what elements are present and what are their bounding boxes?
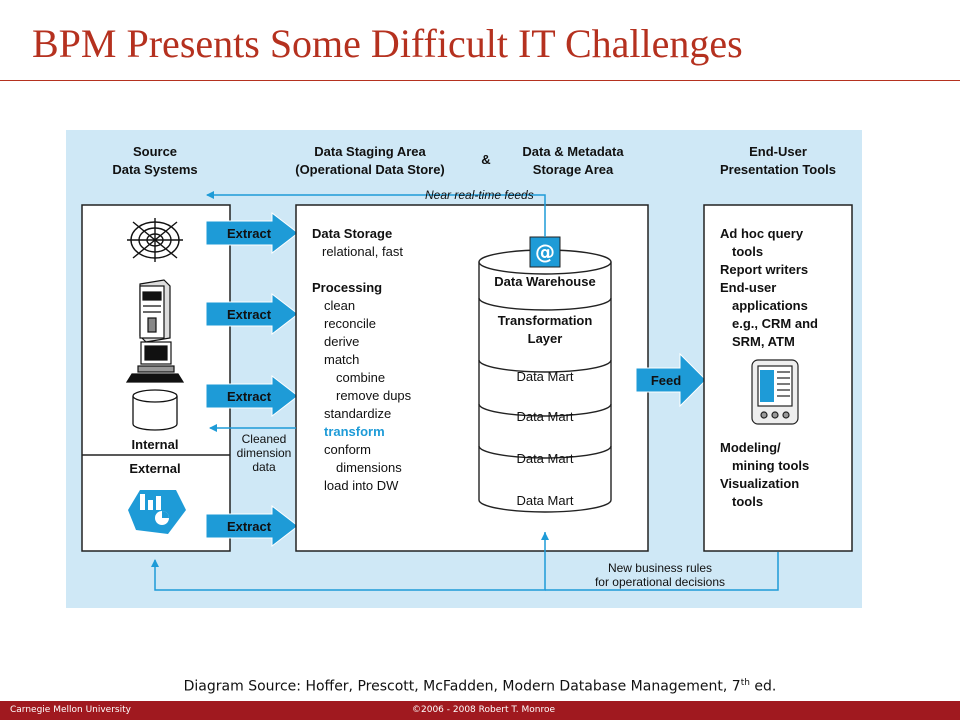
caption-superscript: th [740, 678, 750, 688]
near-realtime-feeds-line [208, 194, 546, 237]
computer-icon [125, 341, 185, 383]
cleaned-label-line: dimension [237, 446, 292, 460]
new-rules-line: for operational decisions [595, 575, 725, 589]
data-mart-label: Data Mart [516, 451, 573, 466]
analytics-icon [128, 490, 186, 534]
data-storage-subtitle: relational, fast [322, 244, 403, 259]
feed-arrow: Feed [635, 352, 707, 408]
processing-step: transform [324, 424, 385, 439]
footer-bar: Carnegie Mellon University ©2006 - 2008 … [0, 701, 960, 720]
internal-label: Internal [132, 437, 179, 452]
processing-step: derive [324, 334, 359, 349]
data-storage-title: Data Storage [312, 226, 392, 241]
enduser-tool-item: Visualization [720, 476, 799, 491]
enduser-rules-line [545, 552, 779, 591]
header-ampersand: & [481, 152, 490, 167]
processing-step: reconcile [324, 316, 376, 331]
enduser-tool-item: e.g., CRM and [732, 316, 818, 331]
processing-step: combine [336, 370, 385, 385]
enduser-tool-item: SRM, ATM [732, 334, 795, 349]
at-symbol: @ [535, 240, 555, 264]
transformation-layer-line1: Transformation [498, 313, 593, 328]
processing-steps: clean reconcile derive match combine remove d… [324, 298, 412, 493]
data-mart-label: Data Mart [516, 409, 573, 424]
enduser-tool-item: End-user [720, 280, 776, 295]
feed-label: Feed [651, 373, 681, 388]
extract-arrow [205, 504, 299, 548]
processing-step: standardize [324, 406, 391, 421]
extract-label: Extract [227, 307, 272, 322]
external-label: External [129, 461, 180, 476]
extract-arrow [205, 292, 299, 336]
header-staging-line2: (Operational Data Store) [295, 162, 445, 177]
new-rules-line: New business rules [608, 561, 712, 575]
title-rule [0, 80, 960, 81]
transformation-layer-line2: Layer [528, 331, 563, 346]
processing-step: clean [324, 298, 355, 313]
header-meta-line1: Data & Metadata [522, 144, 624, 159]
processing-step: conform [324, 442, 371, 457]
extract-arrow [205, 211, 299, 255]
diagram-source-caption: Diagram Source: Hoffer, Prescott, McFadd… [0, 678, 960, 695]
data-mart-label: Data Mart [516, 369, 573, 384]
extract-label: Extract [227, 519, 272, 534]
processing-title: Processing [312, 280, 382, 295]
cleaned-label-line: data [252, 460, 276, 474]
cleaned-label-line: Cleaned [242, 432, 287, 446]
data-mart-label: Data Mart [516, 493, 573, 508]
at-icon: @ [529, 236, 561, 268]
pda-icon [751, 359, 799, 425]
extract-arrow [205, 374, 299, 418]
web-icon [127, 218, 183, 262]
processing-step: remove dups [336, 388, 412, 403]
enduser-tool-item: tools [732, 244, 763, 259]
extract-label: Extract [227, 389, 272, 404]
caption-text: Diagram Source: Hoffer, Prescott, McFadd… [183, 678, 741, 695]
processing-step: match [324, 352, 359, 367]
header-source-line2: Data Systems [112, 162, 197, 177]
enduser-tool-item: tools [732, 494, 763, 509]
enduser-tool-item: mining tools [732, 458, 809, 473]
enduser-tool-item: Modeling/ [720, 440, 781, 455]
header-meta-line2: Storage Area [533, 162, 614, 177]
footer-university: Carnegie Mellon University [10, 705, 131, 715]
enduser-tool-item: Report writers [720, 262, 808, 277]
header-enduser-line2: Presentation Tools [720, 162, 836, 177]
server-icon [139, 279, 171, 343]
enduser-tool-item: Ad hoc query [720, 226, 804, 241]
processing-step: dimensions [336, 460, 402, 475]
near-realtime-feeds-label: Near real-time feeds [425, 188, 534, 202]
slide-title: BPM Presents Some Difficult IT Challenge… [32, 21, 743, 66]
header-enduser-line1: End-User [749, 144, 807, 159]
enduser-tool-item: applications [732, 298, 808, 313]
header-staging-line1: Data Staging Area [314, 144, 426, 159]
header-source-line1: Source [133, 144, 177, 159]
caption-end: ed. [749, 678, 777, 695]
extract-label: Extract [227, 226, 272, 241]
warehouse-label: Data Warehouse [494, 274, 595, 289]
new-rules-feedback-line [154, 532, 546, 591]
processing-step: load into DW [324, 478, 399, 493]
footer-copyright: ©2006 - 2008 Robert T. Monroe [412, 705, 556, 715]
database-icon [132, 389, 178, 431]
